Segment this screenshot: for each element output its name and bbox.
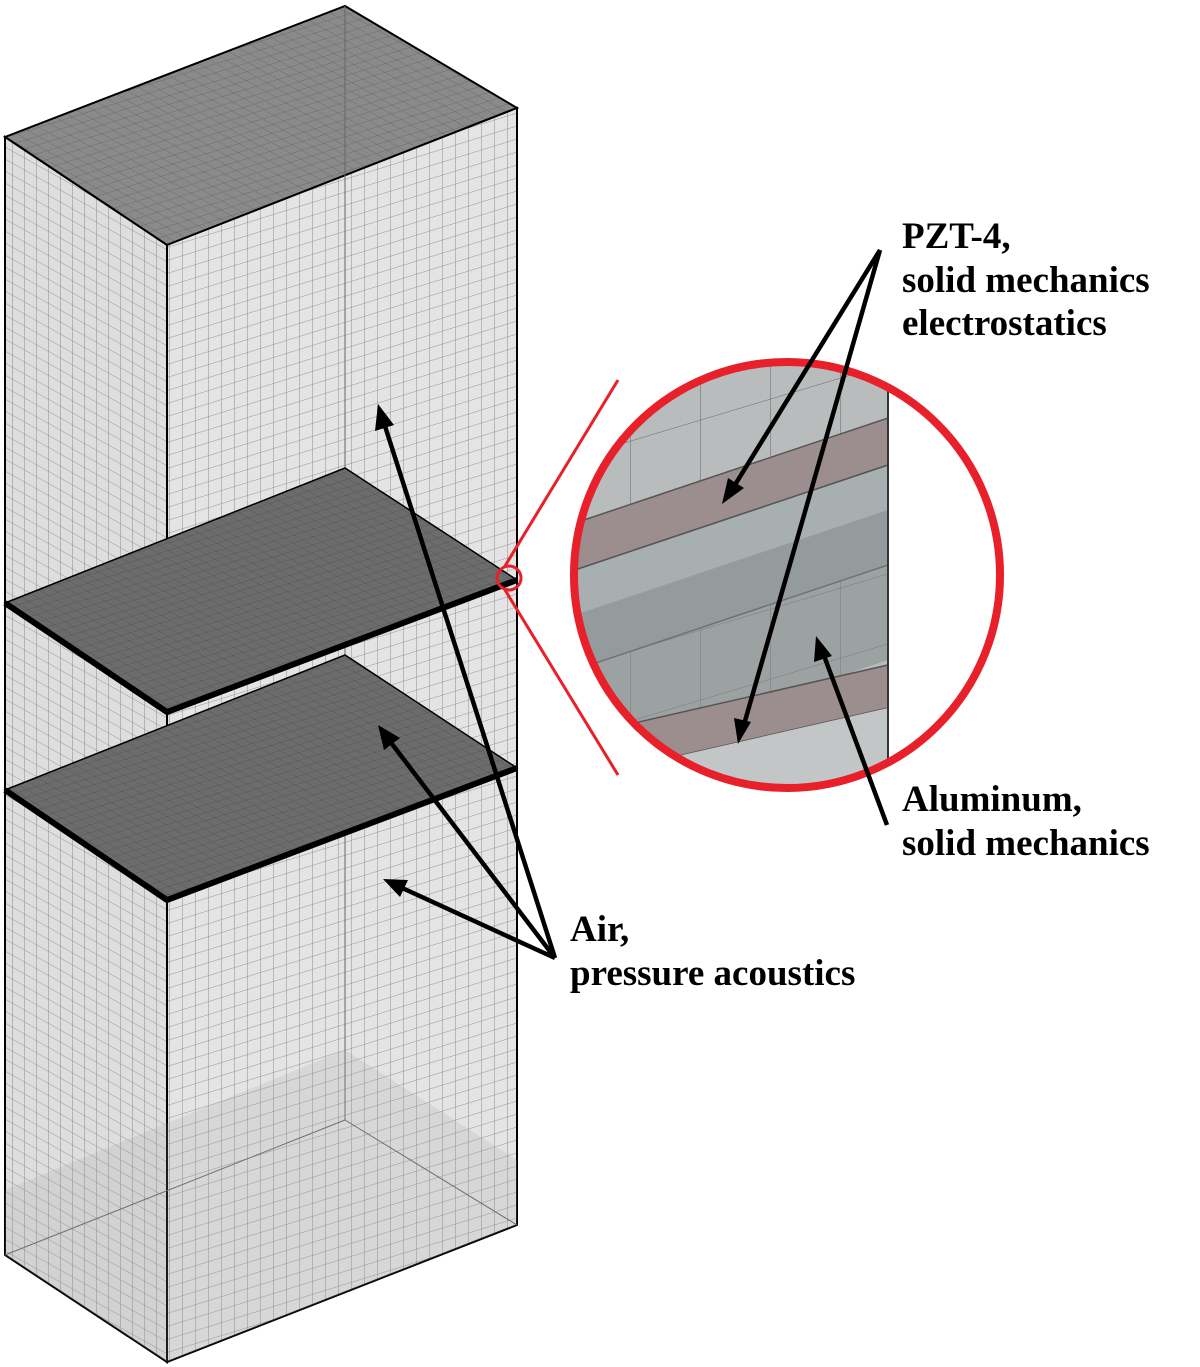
arrow-pzt-upper [731, 248, 882, 490]
arrow-air-top [381, 422, 558, 959]
label-pzt-line2: solid mechanics [902, 259, 1150, 301]
magnifier-zoom-content [574, 362, 1000, 788]
arrow-air-middle [387, 738, 557, 960]
magnifier-source-ring [495, 564, 523, 592]
label-pzt: PZT-4, solid mechanics electrostatics [902, 215, 1150, 346]
label-aluminum-line2: solid mechanics [902, 822, 1150, 864]
arrowhead-pzt-lower [734, 718, 751, 744]
mesh-box [2, 4, 520, 1364]
magnifier [495, 358, 1004, 792]
arrow-pzt-lower [740, 249, 883, 729]
arrowhead-aluminum [814, 636, 832, 662]
label-aluminum: Aluminum, solid mechanics [902, 778, 1150, 865]
arrowhead-air-middle [378, 725, 400, 750]
upper-plate [3, 467, 519, 716]
arrow-air-bottom [399, 884, 556, 961]
label-pzt-line1: PZT-4, [902, 216, 1011, 257]
arrows [375, 248, 890, 961]
arrowhead-air-top [375, 404, 394, 431]
arrow-aluminum [820, 652, 890, 826]
label-pzt-line3: electrostatics [902, 303, 1107, 345]
label-air-line1: Air, [570, 909, 630, 950]
label-aluminum-line1: Aluminum, [902, 779, 1082, 820]
magnifier-ring [570, 358, 1004, 792]
arrowhead-pzt-upper [722, 478, 744, 504]
lower-plate [3, 654, 519, 904]
label-air-line2: pressure acoustics [570, 952, 856, 994]
label-air: Air, pressure acoustics [570, 908, 855, 995]
arrowhead-air-bottom [383, 879, 408, 897]
